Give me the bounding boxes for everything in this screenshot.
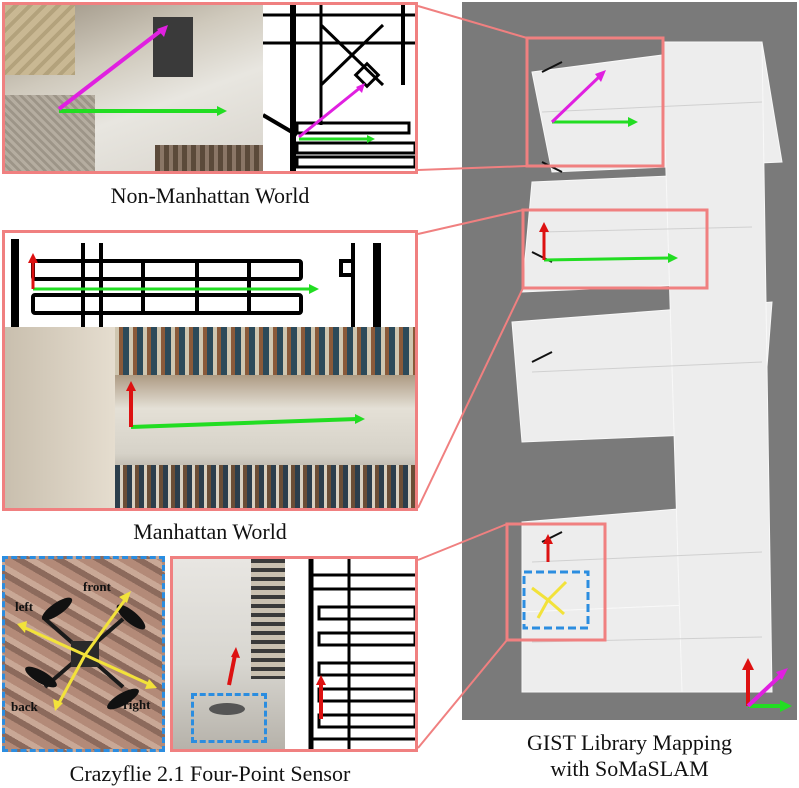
shelf-object [153,17,193,77]
hallway-red-axis [227,654,237,686]
drone-in-hallway [209,703,245,715]
global-magenta-axis [746,672,784,708]
right-arrow [84,653,152,687]
hallway-shelves [251,559,285,679]
left-arrow [22,625,86,657]
manhattan-photo [5,327,415,508]
map-highlight-manhattan [521,208,709,290]
library-map-drawing [505,36,792,712]
wall-left [5,327,115,508]
propeller-back-left [25,666,57,688]
manhattan-photo-axes [126,381,365,429]
front-arrow [83,596,129,656]
map-drone-box [522,570,590,630]
map-highlight-non-manhattan [525,36,665,168]
non-manhattan-map-drawing [261,5,415,171]
non-manhattan-photo-axes [57,25,227,116]
wall-vent [5,5,75,75]
caption-mapping-line1: GIST Library Mapping [527,730,732,755]
label-right: right [123,697,151,712]
non-manhattan-photo [5,5,263,171]
caption-mapping-line2: with SoMaSLAM [550,756,709,781]
label-back: back [11,699,38,714]
propeller-front-left [41,597,73,621]
map-highlight-crazyflie [505,522,607,642]
drone-photo-panel: front left back right [2,556,165,752]
floor-carpet [5,95,95,171]
label-front: front [83,579,111,594]
drone-drawing [17,591,157,711]
back-arrow [57,654,87,704]
hallway-axes [209,647,245,715]
manhattan-map-drawing [11,239,381,327]
propeller-back-right [107,688,139,710]
label-left: left [15,599,34,614]
hallway-photo [173,559,285,749]
drone-highlight-box [191,693,267,743]
manhattan-panel [2,230,418,511]
manhattan-map [5,233,415,327]
propeller-front-right [116,604,146,630]
magenta-axis-arrow [57,27,165,111]
map-magenta-axis-arrow [298,85,362,139]
non-manhattan-map [261,5,415,171]
caption-manhattan: Manhattan World [133,519,287,544]
bookshelf-bottom [155,145,263,171]
hallway-panel [170,556,418,752]
library-map [462,2,797,720]
caption-crazyflie: Crazyflie 2.1 Four-Point Sensor [69,761,351,786]
non-manhattan-panel [2,2,418,174]
hallway-map [285,559,415,749]
bookshelf-top [95,327,415,375]
caption-non-manhattan: Non-Manhattan World [110,183,310,208]
hallway-map-drawing [308,559,415,749]
bookshelf-bottom-row [115,465,415,508]
manhattan-photo-green-axis [130,417,358,429]
